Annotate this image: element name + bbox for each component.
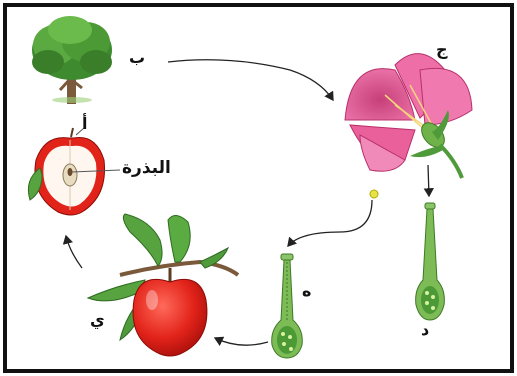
arrow-flower-to-pistil [428,165,429,196]
label-seed: البذرة [122,160,171,177]
arrow-pistil-to-fruit [215,338,268,345]
label-tree: ب [129,50,145,66]
apple-fruit-illustration [88,214,238,356]
arrow-pollen-to-pistil [288,200,372,246]
label-pistil: د [421,322,429,338]
flower-illustration [345,54,472,178]
tree-illustration [32,16,112,104]
label-flower: ج [436,42,448,58]
label-pollinated-pistil: ه [302,283,311,299]
pistil-illustration [416,203,445,320]
arrow-fruit-to-section [66,236,82,268]
apple-section-illustration [28,128,120,215]
arrow-tree-to-flower [168,60,333,100]
pollinated-pistil-illustration [272,254,303,358]
label-fruit: ي [90,312,105,328]
label-apple-section: أ [82,116,87,132]
pollen-grain [370,190,378,198]
